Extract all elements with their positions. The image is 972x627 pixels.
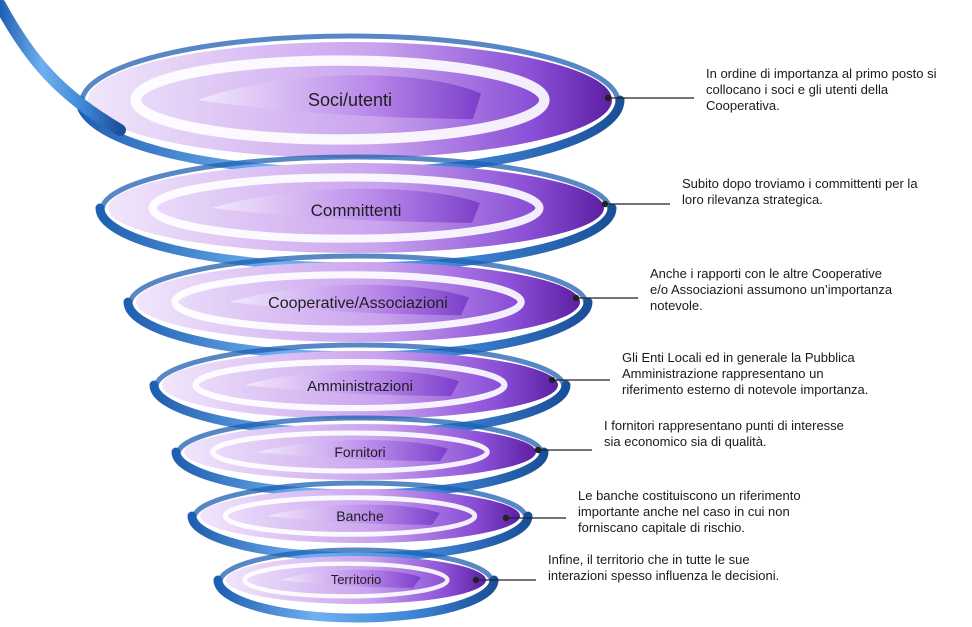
level-label: Amministrazioni [307,378,413,395]
level-arrow [198,75,482,120]
level-description: Subito dopo troviamo i committenti per l… [682,176,918,207]
ribbon-back-arc [79,33,621,103]
level-arrow [280,569,421,588]
level-arrow [212,188,480,223]
ribbon-back-arc [191,480,529,519]
level-description: I fornitori rappresentano punti di inter… [604,418,844,449]
level-label: Soci/utenti [308,90,392,110]
level-inner-ring [242,561,450,599]
level-7: Territorio [213,547,536,623]
level-description: Anche i rapporti con le altre Cooperativ… [650,266,893,313]
level-2: Committenti [95,154,670,272]
level-description: Gli Enti Locali ed in generale la Pubbli… [622,350,869,397]
ribbon-back-arc [127,253,589,305]
ribbon-tail [0,0,126,136]
level-inner-ring [148,173,544,243]
level-arrow [245,370,459,397]
level-5: Fornitori [171,415,592,499]
level-description: Infine, il territorio che in tutte le su… [548,552,780,583]
level-label: Territorio [331,572,382,587]
level-description: In ordine di importanza al primo posto s… [706,66,937,113]
level-arrow [257,440,448,462]
level-inner-ring [210,430,490,474]
level-arrow [267,504,440,525]
ribbon-back-arc [175,415,545,455]
level-1: Soci/utenti [75,33,694,177]
level-label: Banche [336,508,384,524]
level-inner-ring [222,495,478,537]
level-inner-ring [130,55,550,145]
level-inner-ring [192,358,508,412]
ribbon-back-arc [217,547,495,583]
ribbon-front-arc [213,575,499,623]
level-inner-ring [171,271,525,333]
level-3: Cooperative/Associazioni [123,253,638,361]
ribbon-back-arc [99,154,613,211]
level-6: Banche [187,480,566,562]
level-label: Committenti [311,201,402,220]
level-label: Fornitori [334,444,385,460]
level-label: Cooperative/Associazioni [268,295,448,312]
level-description: Le banche costituiscono un riferimento i… [578,488,801,535]
ribbon-back-arc [153,342,567,388]
level-arrow [229,284,469,316]
